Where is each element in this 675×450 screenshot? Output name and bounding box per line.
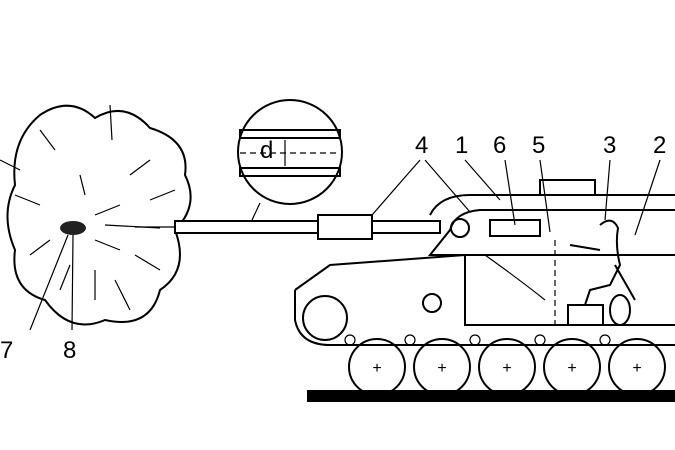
seat [567, 304, 604, 326]
turret [427, 194, 675, 256]
label-7: 7 [0, 337, 13, 364]
label-2: 2 [653, 132, 666, 159]
leader-line-7 [29, 234, 69, 331]
recoil-arc [484, 254, 546, 301]
svg-text:+: + [502, 360, 511, 377]
crew-member [569, 219, 636, 306]
breech-block [489, 219, 541, 237]
impact-cloud [6, 104, 192, 326]
label-6: 6 [493, 132, 506, 159]
barrel-bore-inset [237, 99, 343, 221]
drive-sprocket [302, 295, 348, 341]
svg-text:+: + [632, 360, 641, 377]
ground [307, 390, 675, 402]
turret-hatch [539, 179, 596, 196]
cloud-rays [0, 104, 176, 311]
label-1: 1 [455, 132, 468, 159]
gun-barrel [174, 220, 441, 234]
hull-fitting [422, 293, 442, 313]
svg-text:+: + [567, 360, 576, 377]
ammunition-container [609, 294, 631, 326]
label-3: 3 [603, 132, 616, 159]
hull [294, 253, 675, 346]
label-8: 8 [63, 337, 76, 364]
leader-line-8 [71, 234, 74, 331]
leader-lines [371, 159, 661, 236]
barrel-sleeve [317, 214, 373, 240]
svg-text:+: + [437, 360, 446, 377]
projectile [60, 221, 86, 235]
gun-mount [450, 218, 470, 238]
label-4: 4 [415, 132, 428, 159]
label-5: 5 [532, 132, 545, 159]
label-d: d [260, 137, 273, 164]
svg-text:+: + [372, 360, 381, 377]
